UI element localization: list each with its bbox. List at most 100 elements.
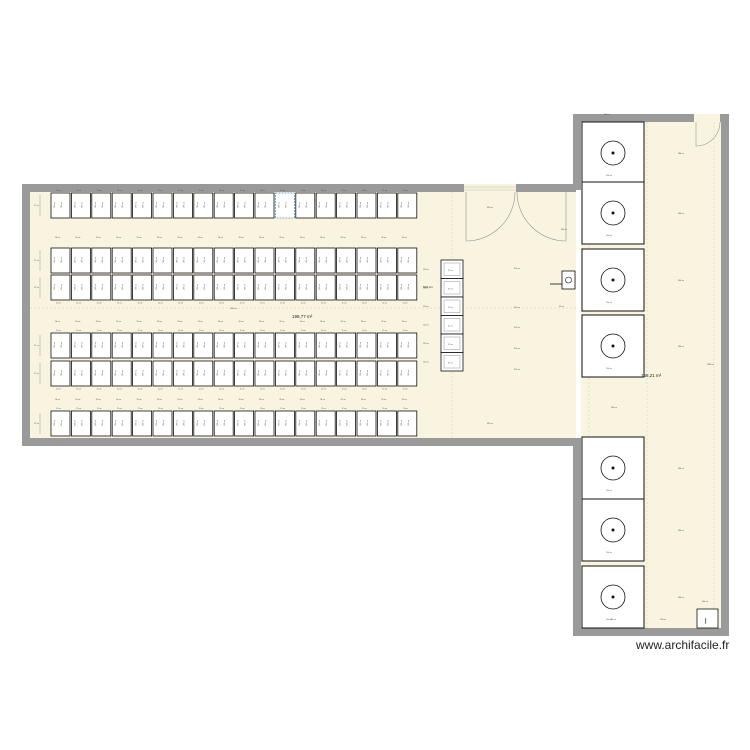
desk-width-label: 11 cm (403, 303, 408, 305)
desk-box (315, 192, 336, 219)
desk-height-label: 166 cm (258, 420, 260, 426)
desk-height-label: 166 cm (115, 342, 117, 348)
desk-box (193, 410, 214, 437)
desk-height-label: 166 cm (401, 370, 403, 376)
machine-drum-icon (600, 140, 626, 166)
desk-box (254, 274, 275, 301)
desk-height-label: 166 cm (319, 284, 321, 290)
row-side-marker: 17 cm (34, 363, 41, 384)
desk-height-label: 166 cm (340, 284, 342, 290)
desk-box (50, 360, 71, 387)
row-gap-label: 26 cm (381, 321, 386, 323)
cabinet-label: 31 cm (448, 344, 453, 346)
sink-unit (561, 270, 576, 290)
desk-height-label: 166 cm (61, 342, 63, 348)
row-gap-label: 26 cm (320, 237, 325, 239)
desk-height-label: 166 cm (224, 257, 226, 263)
desk-width-label: 11 cm (240, 389, 245, 391)
wall-left (22, 184, 30, 446)
desk-box (132, 274, 153, 301)
desk-height-label: 166 cm (217, 257, 219, 263)
desk-height-label: 166 cm (197, 342, 199, 348)
desk-height-label: 166 cm (340, 370, 342, 376)
cabinet-inner (443, 336, 461, 350)
desk-width-label: 11 cm (280, 389, 285, 391)
desk-height-label: 166 cm (122, 257, 124, 263)
desk-height-label: 166 cm (265, 257, 267, 263)
desk-height-label: 166 cm (61, 257, 63, 263)
row-side-marker: 17 cm (34, 250, 41, 271)
desk-height-label: 166 cm (54, 202, 56, 208)
desk-height-label: 166 cm (408, 284, 410, 290)
desk-width-label: 11 cm (97, 389, 102, 391)
desk-width-label: 11 cm (158, 303, 163, 305)
corridor-width-label: 284 cm (678, 280, 684, 282)
desk-width-label: 11 cm (178, 389, 183, 391)
row-gap-label: 26 cm (279, 399, 284, 401)
desk-width-label: 11 cm (260, 330, 265, 332)
desk-width-label: 11 cm (280, 190, 285, 192)
label-right-measure: 412 cm (514, 307, 520, 309)
row-gap-label: 26 cm (300, 399, 305, 401)
desk-height-label: 166 cm (299, 284, 301, 290)
desk-width-label: 11 cm (301, 389, 306, 391)
row-gap-label: 26 cm (55, 399, 60, 401)
desk-height-label: 166 cm (245, 370, 247, 376)
desk-height-label: 166 cm (224, 284, 226, 290)
desk-height-label: 166 cm (136, 202, 138, 208)
corridor-width-label: 284 cm (678, 153, 684, 155)
desk-height-label: 166 cm (306, 420, 308, 426)
row-gap-label: 26 cm (55, 237, 60, 239)
desk-height-label: 166 cm (265, 420, 267, 426)
corridor-width-label: 284 cm (678, 346, 684, 348)
desk-box (376, 332, 397, 359)
desk-width-label: 11 cm (260, 408, 265, 410)
desk-height-label: 166 cm (95, 370, 97, 376)
desk-height-label: 166 cm (183, 257, 185, 263)
desk-width-label: 11 cm (260, 389, 265, 391)
desk-height-label: 166 cm (183, 370, 185, 376)
desk-box (193, 332, 214, 359)
desk-height-label: 166 cm (265, 370, 267, 376)
row-gap-label: 26 cm (361, 237, 366, 239)
desk-height-label: 166 cm (326, 342, 328, 348)
desk-height-label: 166 cm (367, 342, 369, 348)
desk-box (356, 192, 377, 219)
desk-height-label: 166 cm (136, 420, 138, 426)
desk-height-label: 166 cm (74, 202, 76, 208)
desk-height-label: 166 cm (95, 420, 97, 426)
machine-size-label: 250 cm (606, 490, 612, 492)
desk-height-label: 166 cm (319, 342, 321, 348)
row-gap-label: 26 cm (300, 237, 305, 239)
desk-height-label: 166 cm (183, 420, 185, 426)
desk-width-label: 11 cm (240, 330, 245, 332)
desk-width-label: 11 cm (342, 303, 347, 305)
desk-width-label: 11 cm (138, 389, 143, 391)
label-between-blocks: 1000 cm (230, 308, 237, 310)
desk-height-label: 166 cm (163, 202, 165, 208)
desk-height-label: 166 cm (285, 420, 287, 426)
desk-width-label: 11 cm (403, 190, 408, 192)
desk-box (71, 274, 91, 301)
desk-height-label: 166 cm (326, 420, 328, 426)
desk-height-label: 166 cm (387, 420, 389, 426)
desk-width-label: 11 cm (97, 303, 102, 305)
desk-width-label: 11 cm (382, 389, 387, 391)
desk-width-label: 11 cm (280, 330, 285, 332)
